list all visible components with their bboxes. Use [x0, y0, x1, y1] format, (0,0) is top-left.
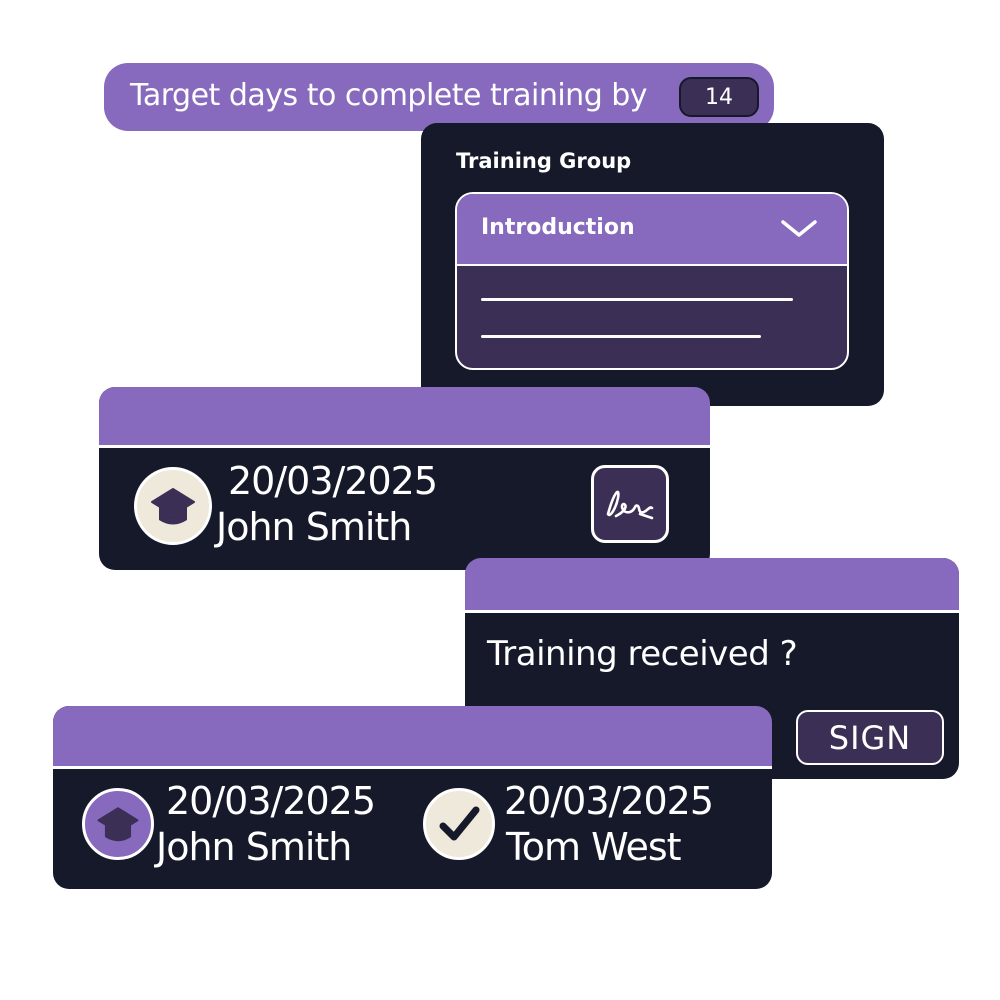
record-signer-date: 20/03/2025 — [504, 779, 714, 823]
training-received-question: Training received ? — [487, 634, 798, 674]
dropdown-selected-option[interactable]: Introduction — [457, 194, 847, 266]
record-date: 20/03/2025 — [228, 459, 438, 503]
card-header — [53, 706, 772, 769]
dropdown-selected-value: Introduction — [481, 215, 635, 240]
chevron-down-icon[interactable] — [779, 216, 819, 240]
training-group-card: Training Group Introduction — [421, 123, 884, 406]
training-group-dropdown[interactable]: Introduction — [455, 192, 849, 370]
card-header — [99, 387, 710, 448]
target-days-input[interactable]: 14 — [679, 77, 759, 117]
graduation-cap-icon — [134, 467, 212, 545]
card-header — [465, 558, 959, 613]
record-trainee-name: John Smith — [156, 825, 352, 869]
dropdown-option-placeholder[interactable] — [481, 335, 761, 338]
signature-icon[interactable] — [591, 465, 669, 543]
graduation-cap-icon — [82, 788, 154, 860]
target-days-label: Target days to complete training by — [130, 78, 648, 113]
signed-training-record-card — [53, 706, 772, 889]
record-trainee-date: 20/03/2025 — [166, 779, 376, 823]
checkmark-icon — [423, 788, 495, 860]
dropdown-option-placeholder[interactable] — [481, 298, 793, 301]
record-signer-name: Tom West — [506, 825, 682, 869]
record-trainee-name: John Smith — [216, 505, 412, 549]
sign-button[interactable]: SIGN — [796, 710, 944, 765]
target-days-bar: Target days to complete training by 14 — [104, 63, 774, 131]
training-group-title: Training Group — [456, 149, 632, 173]
